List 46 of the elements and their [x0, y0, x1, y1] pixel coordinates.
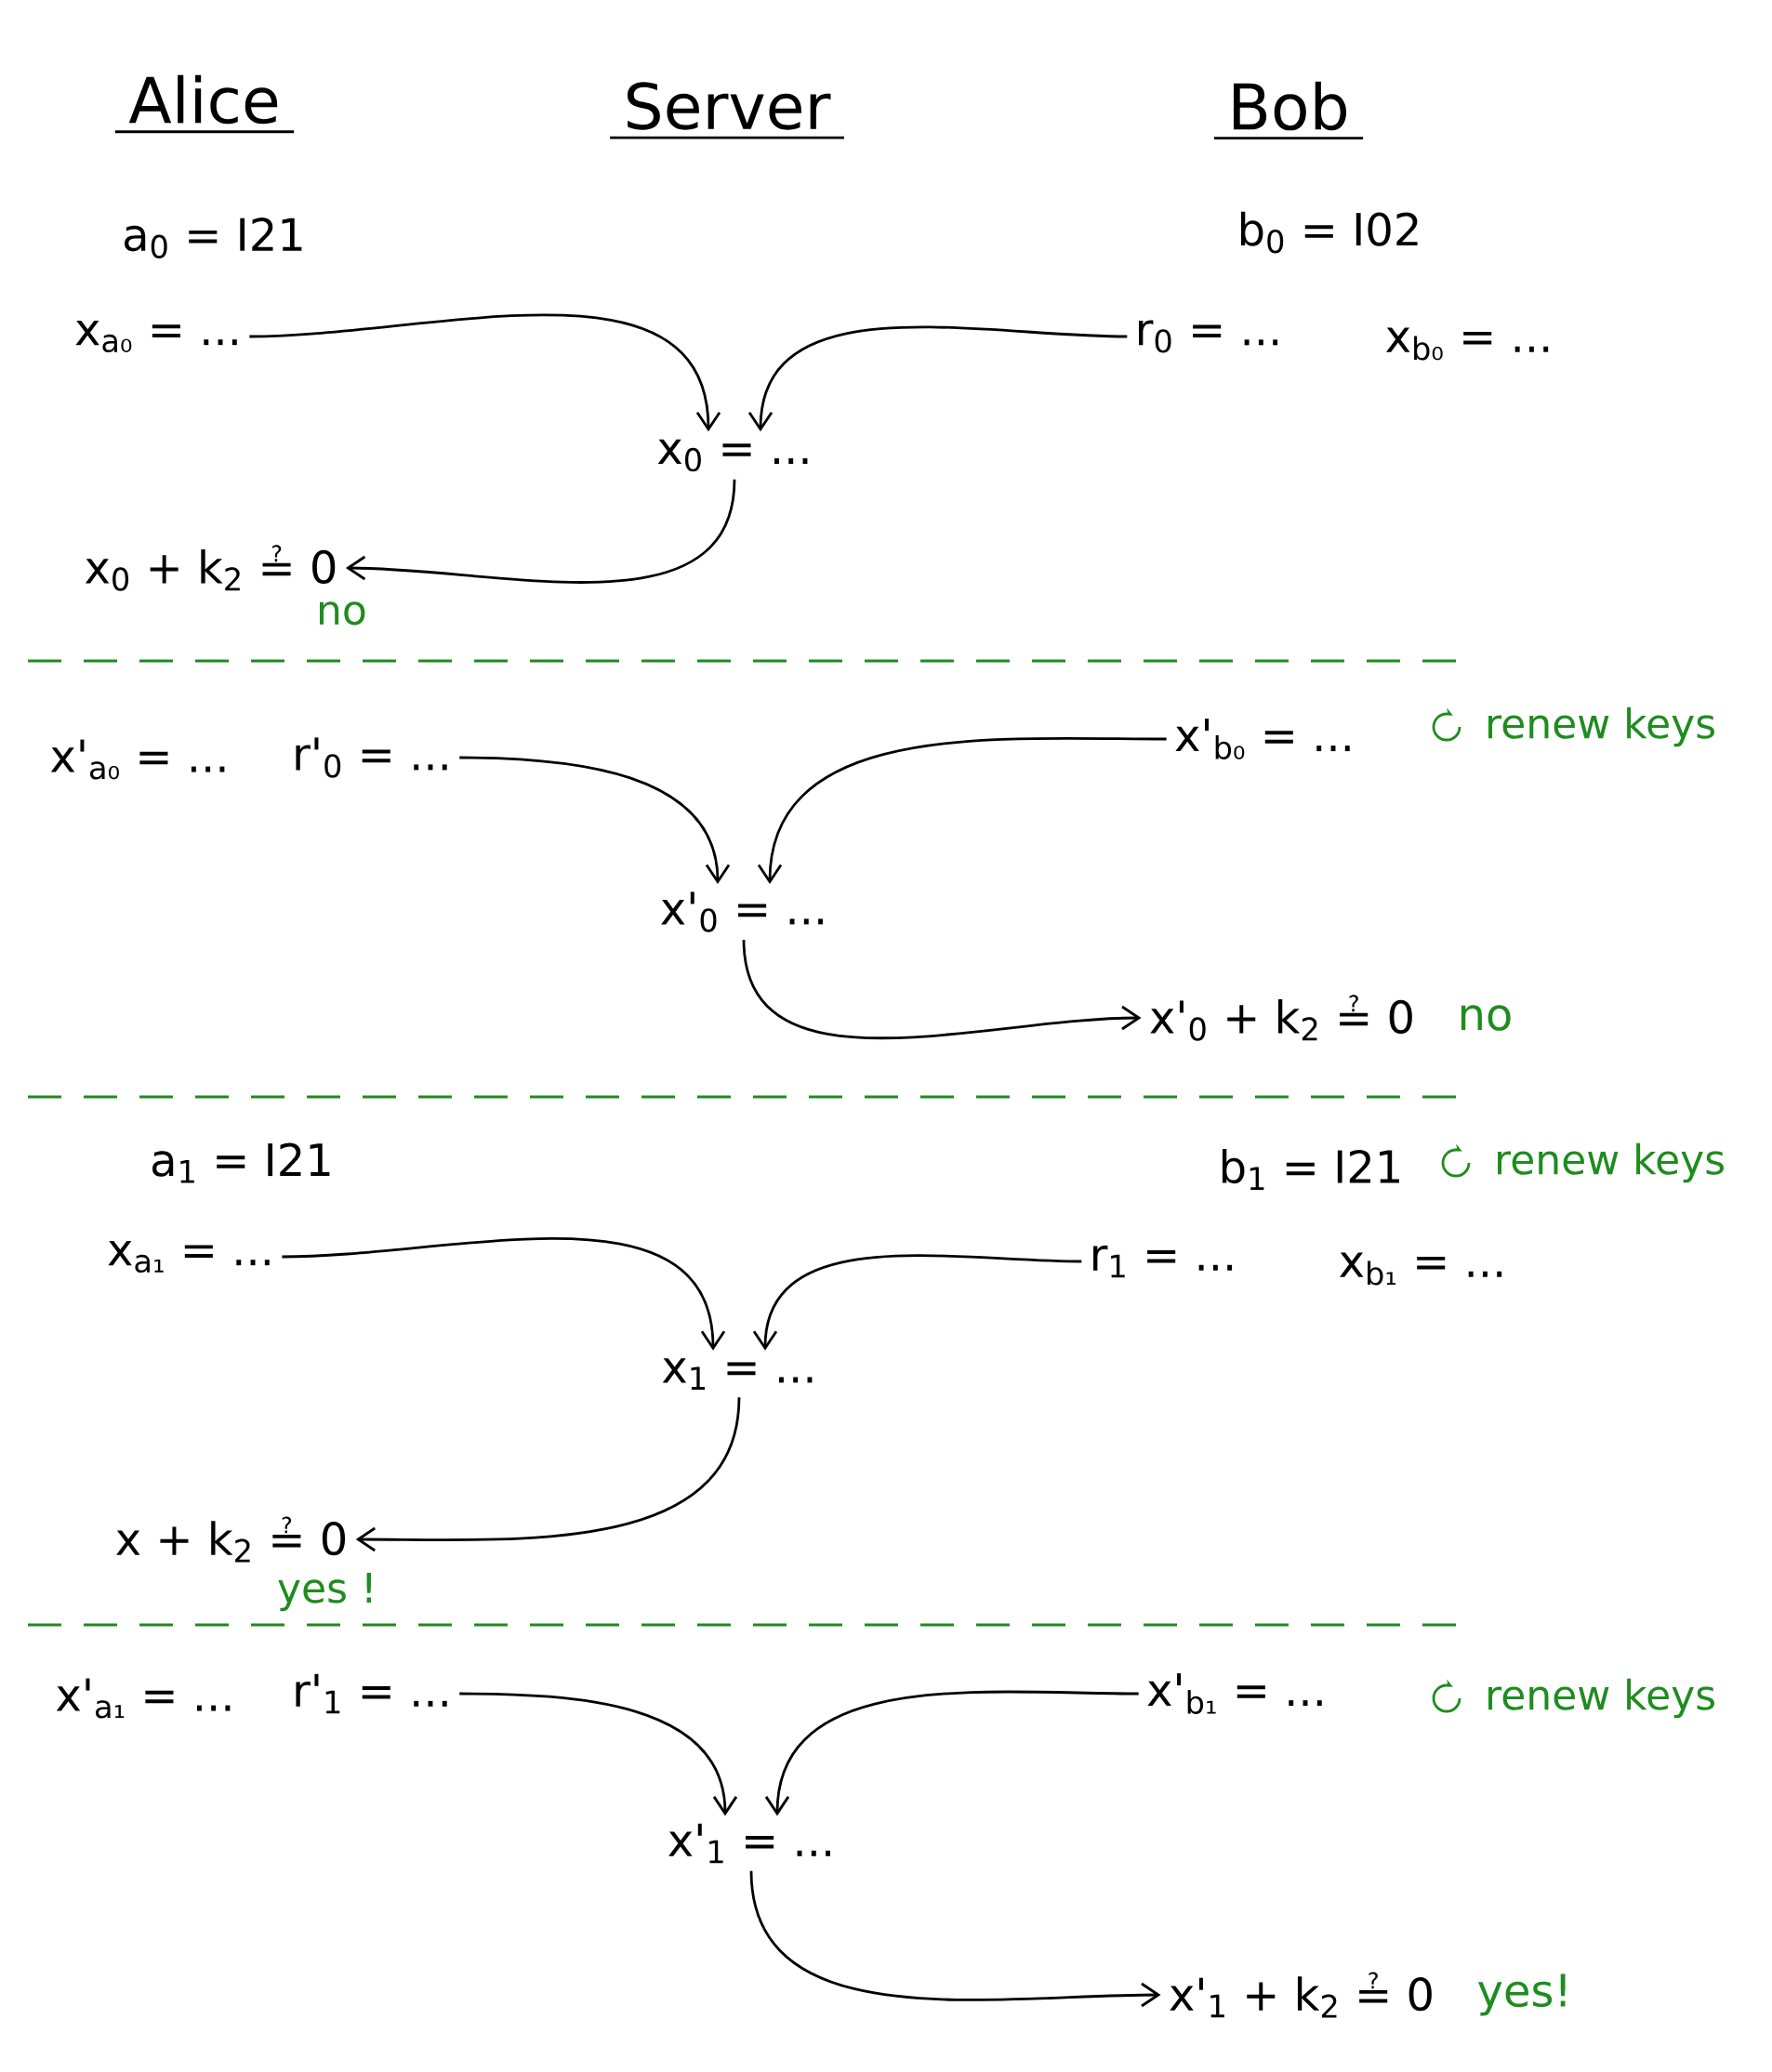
column-heading: Bob [1213, 81, 1364, 140]
equation-text: x + k$_{2}$ ≟ 0 [116, 1516, 346, 1563]
column-heading: Server [610, 82, 844, 139]
equation-text: b$_{0}$ = I02 [1240, 211, 1418, 254]
note-text: renew keys [1488, 706, 1714, 747]
equation-text: r$_{0}$ = ... [1139, 320, 1278, 353]
equation-text: x'$_{0}$ + k$_{2}$ ≟ 0 [1150, 995, 1412, 1041]
equation-text: a$_{0}$ = I21 [125, 218, 302, 258]
equation-text: x'$_{b₀}$ = ... [1175, 719, 1350, 759]
arrow [459, 1692, 738, 1816]
equation-text: a$_{1}$ = I21 [152, 1142, 330, 1183]
result-text: yes ! [278, 1572, 371, 1612]
result-text: no [320, 601, 365, 626]
arrow [742, 939, 1142, 1040]
equation-text: x'$_{a₀}$ = ... [50, 739, 225, 780]
equation-text: x$_{b₀}$ = ... [1386, 327, 1549, 361]
note-text: renew keys [1498, 1142, 1724, 1183]
arrow [282, 1237, 726, 1351]
equation-text: x'$_{b₁}$ = ... [1147, 1673, 1322, 1714]
equation-text: x'$_{a₁}$ = ... [56, 1678, 231, 1719]
equation-text: x'$_{0}$ = ... [661, 891, 824, 932]
result-text: yes! [1478, 1973, 1566, 2016]
equation-text: r'$_{1}$ = ... [296, 1673, 447, 1714]
equation-text: x$_{0}$ + k$_{2}$ ≟ 0 [85, 545, 336, 591]
equation-text: r$_{1}$ = ... [1093, 1245, 1233, 1278]
equation-text: x'$_{1}$ + k$_{2}$ ≟ 0 [1170, 1972, 1432, 2018]
equation-text: x$_{a₁}$ = ... [108, 1240, 270, 1274]
arrow [747, 325, 1128, 432]
equation-text: b$_{1}$ = I21 [1222, 1149, 1399, 1190]
note-text: renew keys [1488, 1678, 1714, 1719]
arrow [355, 1397, 741, 1552]
arrow [249, 313, 721, 432]
arrow [757, 736, 1167, 884]
result-text: no [1461, 1005, 1511, 1031]
arrow [764, 1690, 1139, 1816]
column-heading: Alice [114, 74, 295, 134]
equation-text: x$_{a₀}$ = ... [75, 320, 237, 353]
arrow [752, 1254, 1082, 1351]
equation-text: x$_{0}$ = ... [657, 439, 808, 472]
equation-text: x'$_{1}$ = ... [668, 1823, 831, 1864]
equation-text: x$_{b₁}$ = ... [1340, 1252, 1502, 1286]
arrow [459, 756, 731, 884]
equation-text: r'$_{0}$ = ... [296, 737, 447, 778]
equation-text: x$_{1}$ = ... [662, 1358, 813, 1390]
arrow [749, 1870, 1161, 2008]
arrow [345, 479, 736, 584]
